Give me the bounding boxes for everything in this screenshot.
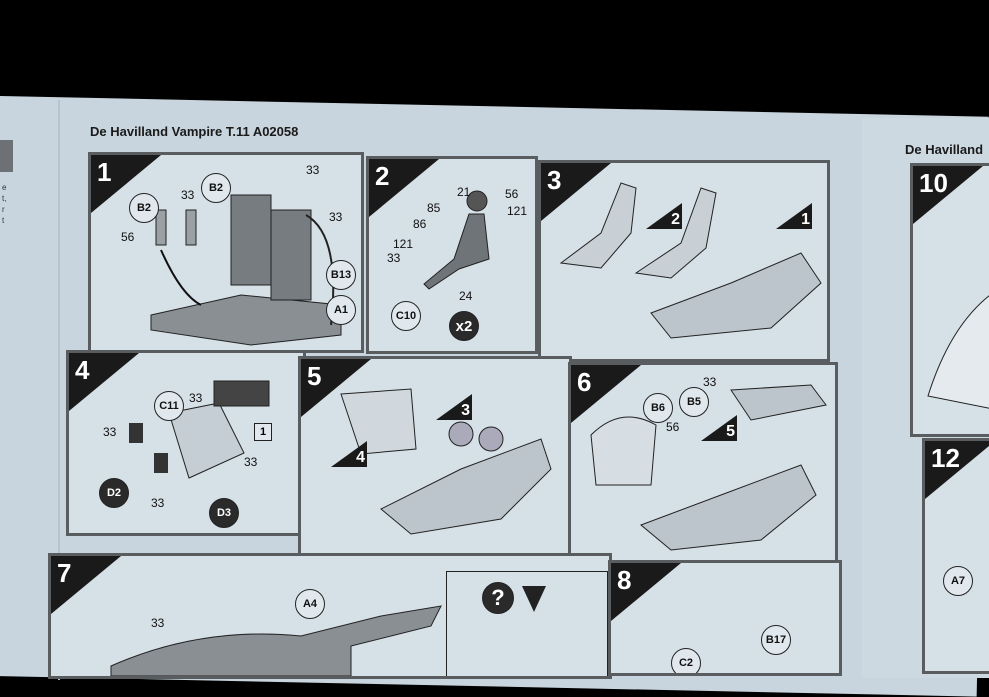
step-1-panel: 1 B2 B2 B13 A1 33 33 33 56 <box>88 152 364 353</box>
reference-box: 1 <box>254 423 272 441</box>
sub-step-marker: 1 <box>776 203 812 229</box>
paint-code: 56 <box>666 420 680 434</box>
step-number: 3 <box>547 165 562 195</box>
prev-page-tab <box>0 140 13 172</box>
step-12-marker <box>925 441 989 499</box>
paint-code: 21 <box>457 185 471 199</box>
step-4-marker <box>69 353 139 411</box>
paint-code: 33 <box>151 496 165 510</box>
step-10-marker <box>913 166 983 224</box>
step-7-panel: 7 A4 33 ? <box>48 553 612 679</box>
cut-icon <box>522 586 546 612</box>
step-8-panel: 8 B17 C2 <box>608 560 842 676</box>
paint-code: 121 <box>507 204 528 218</box>
step-number: 8 <box>617 565 632 595</box>
paint-code: 86 <box>413 217 427 231</box>
step-3-marker <box>541 163 611 221</box>
callout-A1: A1 <box>326 295 356 325</box>
paint-code: 56 <box>505 187 519 201</box>
step-6-marker <box>571 365 641 423</box>
paint-code: 33 <box>387 251 401 265</box>
paint-code: 121 <box>393 237 414 251</box>
instrument-panel-drawing <box>129 380 270 479</box>
step-number: 5 <box>307 361 322 391</box>
step-number: 2 <box>375 161 390 191</box>
sub-step-marker: 2 <box>646 203 682 229</box>
step-4-panel: 4 C11 D2 D3 33 33 33 33 1 <box>66 350 306 536</box>
inset-box: ? <box>446 571 608 676</box>
fuselage-drawing <box>110 605 442 676</box>
pilots-in-cockpit-drawing <box>559 182 822 339</box>
question-icon: ? <box>482 582 514 614</box>
pilot-figure-drawing <box>423 190 490 290</box>
paint-code: 33 <box>151 616 165 630</box>
seat-assembly-drawing <box>150 194 342 346</box>
step-2-panel: 2 21 56 85 121 86 121 33 24 C10 x2 <box>366 156 538 354</box>
step-number: 7 <box>57 558 72 588</box>
step-6-panel: 6 B6 B5 33 56 5 <box>568 362 838 566</box>
next-page-title: De Havilland <box>905 142 984 157</box>
paint-code: 33 <box>329 210 343 224</box>
step-number: 4 <box>75 355 90 385</box>
page-title: De Havilland Vampire T.11 A02058 <box>90 124 299 139</box>
callout-A4: A4 <box>295 589 325 619</box>
step-7-marker <box>51 556 121 614</box>
callout-C10: C10 <box>391 301 421 331</box>
paint-code: 56 <box>121 230 135 244</box>
paint-code: 33 <box>306 163 320 177</box>
callout-C2: C2 <box>671 648 701 673</box>
step-number: 12 <box>931 443 960 473</box>
paint-code: 33 <box>703 375 717 389</box>
sub-step-marker: 4 <box>331 441 367 467</box>
step-number: 1 <box>97 157 112 187</box>
wing-drawing <box>927 295 989 409</box>
step-10-panel: 10 <box>910 163 989 437</box>
step-3-panel: 3 2 1 <box>538 160 830 362</box>
callout-B17: B17 <box>761 625 791 655</box>
paint-code: 24 <box>459 289 473 303</box>
callout-B2: B2 <box>129 193 159 223</box>
cockpit-tub-drawing <box>340 388 552 535</box>
step-number: 10 <box>919 168 948 198</box>
paint-code: 33 <box>244 455 258 469</box>
page-fold <box>58 100 60 680</box>
callout-B5: B5 <box>679 387 709 417</box>
step-number: 6 <box>577 367 592 397</box>
callout-A7: A7 <box>943 566 973 596</box>
cockpit-closure-drawing <box>590 384 827 551</box>
step-2-marker <box>369 159 439 217</box>
callout-B2: B2 <box>201 173 231 203</box>
callout-C11: C11 <box>154 391 184 421</box>
paint-code: 33 <box>189 391 203 405</box>
sub-step-marker: 5 <box>701 415 737 441</box>
step-5-panel: 5 3 4 <box>298 356 572 558</box>
quantity-badge: x2 <box>449 311 479 341</box>
callout-B13: B13 <box>326 260 356 290</box>
paint-code: 33 <box>181 188 195 202</box>
callout-B6: B6 <box>643 393 673 423</box>
paint-code: 33 <box>103 425 117 439</box>
step-12-panel: 12 A7 <box>922 438 989 674</box>
step-8-marker <box>611 563 681 621</box>
paint-code: 85 <box>427 201 441 215</box>
callout-D3: D3 <box>209 498 239 528</box>
callout-D2: D2 <box>99 478 129 508</box>
sub-step-marker: 3 <box>436 394 472 420</box>
